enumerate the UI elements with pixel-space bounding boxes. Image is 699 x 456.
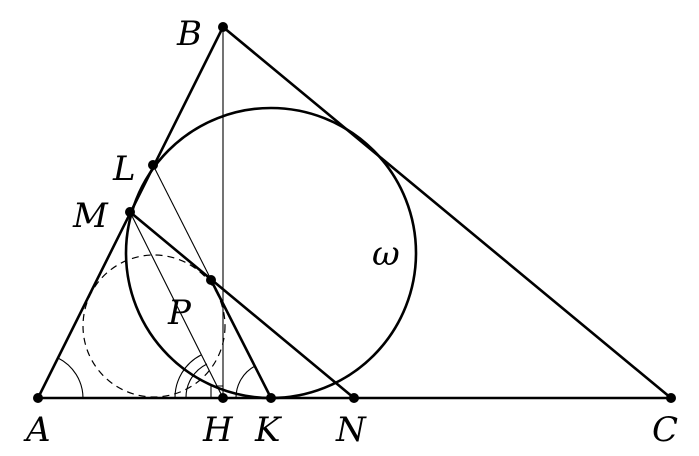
angle-arc-a [57, 357, 84, 399]
point-l [148, 160, 158, 170]
label-h: H [202, 410, 234, 450]
angle-arc-h [174, 354, 202, 399]
point-m [125, 207, 135, 217]
point-b [218, 22, 228, 32]
label-b: B [176, 14, 202, 54]
point-h [218, 393, 228, 403]
label-m: M [72, 196, 109, 236]
side-bc [221, 25, 673, 400]
point-k [266, 393, 276, 403]
label-omega: ω [372, 234, 400, 274]
point-c [666, 393, 676, 403]
label-p: P [167, 293, 192, 333]
angle-arc-h-inner [185, 363, 208, 399]
point-a [33, 393, 43, 403]
label-k: K [254, 410, 283, 450]
segment-mn [128, 210, 356, 400]
angle-arc-k [235, 365, 256, 399]
label-n: N [335, 410, 367, 450]
segment-pk [209, 278, 273, 400]
label-a: A [23, 410, 51, 450]
label-c: C [652, 410, 678, 450]
label-l: L [112, 149, 136, 189]
dashed-incircle [82, 254, 226, 398]
point-p [206, 275, 216, 285]
point-n [349, 393, 359, 403]
line-mh [129, 211, 224, 399]
